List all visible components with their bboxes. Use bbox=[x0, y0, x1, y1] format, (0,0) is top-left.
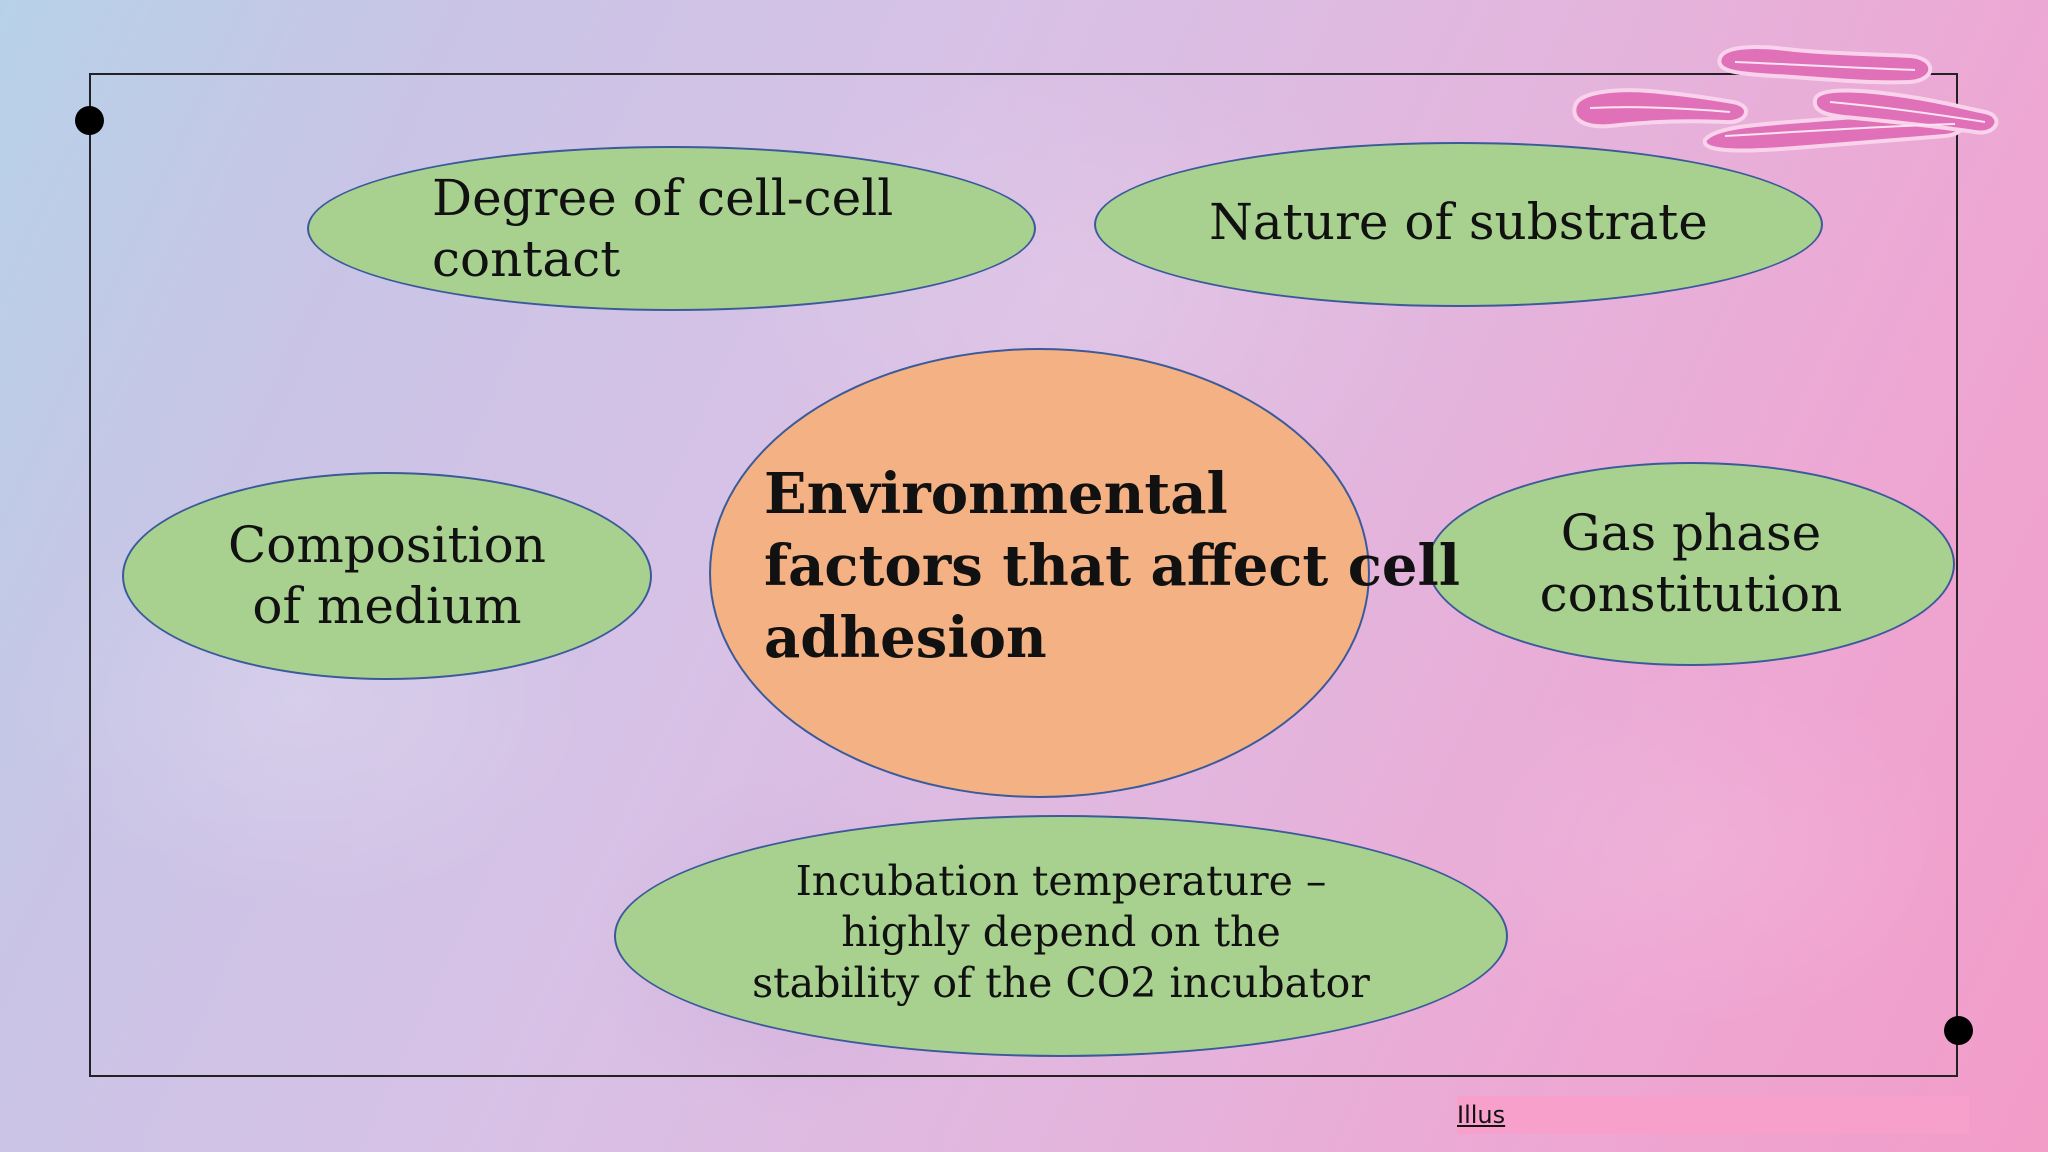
node-incubation-temperature-label: Incubation temperature – highly depend o… bbox=[752, 856, 1370, 1007]
node-nature-of-substrate: Nature of substrate bbox=[1094, 142, 1823, 307]
node-degree-of-cell-contact: Degree of cell-cell contact bbox=[307, 146, 1036, 311]
node-gas-phase-constitution-label: Gas phase constitution bbox=[1539, 504, 1843, 623]
center-node-label: Environmental factors that affect cell a… bbox=[764, 461, 1461, 671]
illustration-credit: Illus bbox=[1457, 1096, 1969, 1134]
frame-corner-dot-bottom-right bbox=[1944, 1016, 1973, 1045]
center-node bbox=[709, 348, 1370, 798]
node-nature-of-substrate-label: Nature of substrate bbox=[1209, 193, 1708, 251]
slide-frame bbox=[89, 73, 1958, 1077]
node-degree-of-cell-contact-label: Degree of cell-cell contact bbox=[432, 168, 894, 288]
node-composition-of-medium: Composition of medium bbox=[122, 472, 652, 680]
cell-organelle-icon bbox=[1572, 45, 1999, 153]
illustration-credit-link[interactable]: Illus bbox=[1457, 1101, 1506, 1129]
frame-corner-dot-top-left bbox=[75, 106, 104, 135]
node-composition-of-medium-label: Composition of medium bbox=[228, 516, 546, 635]
node-incubation-temperature: Incubation temperature – highly depend o… bbox=[614, 815, 1508, 1057]
node-gas-phase-constitution: Gas phase constitution bbox=[1427, 462, 1955, 666]
